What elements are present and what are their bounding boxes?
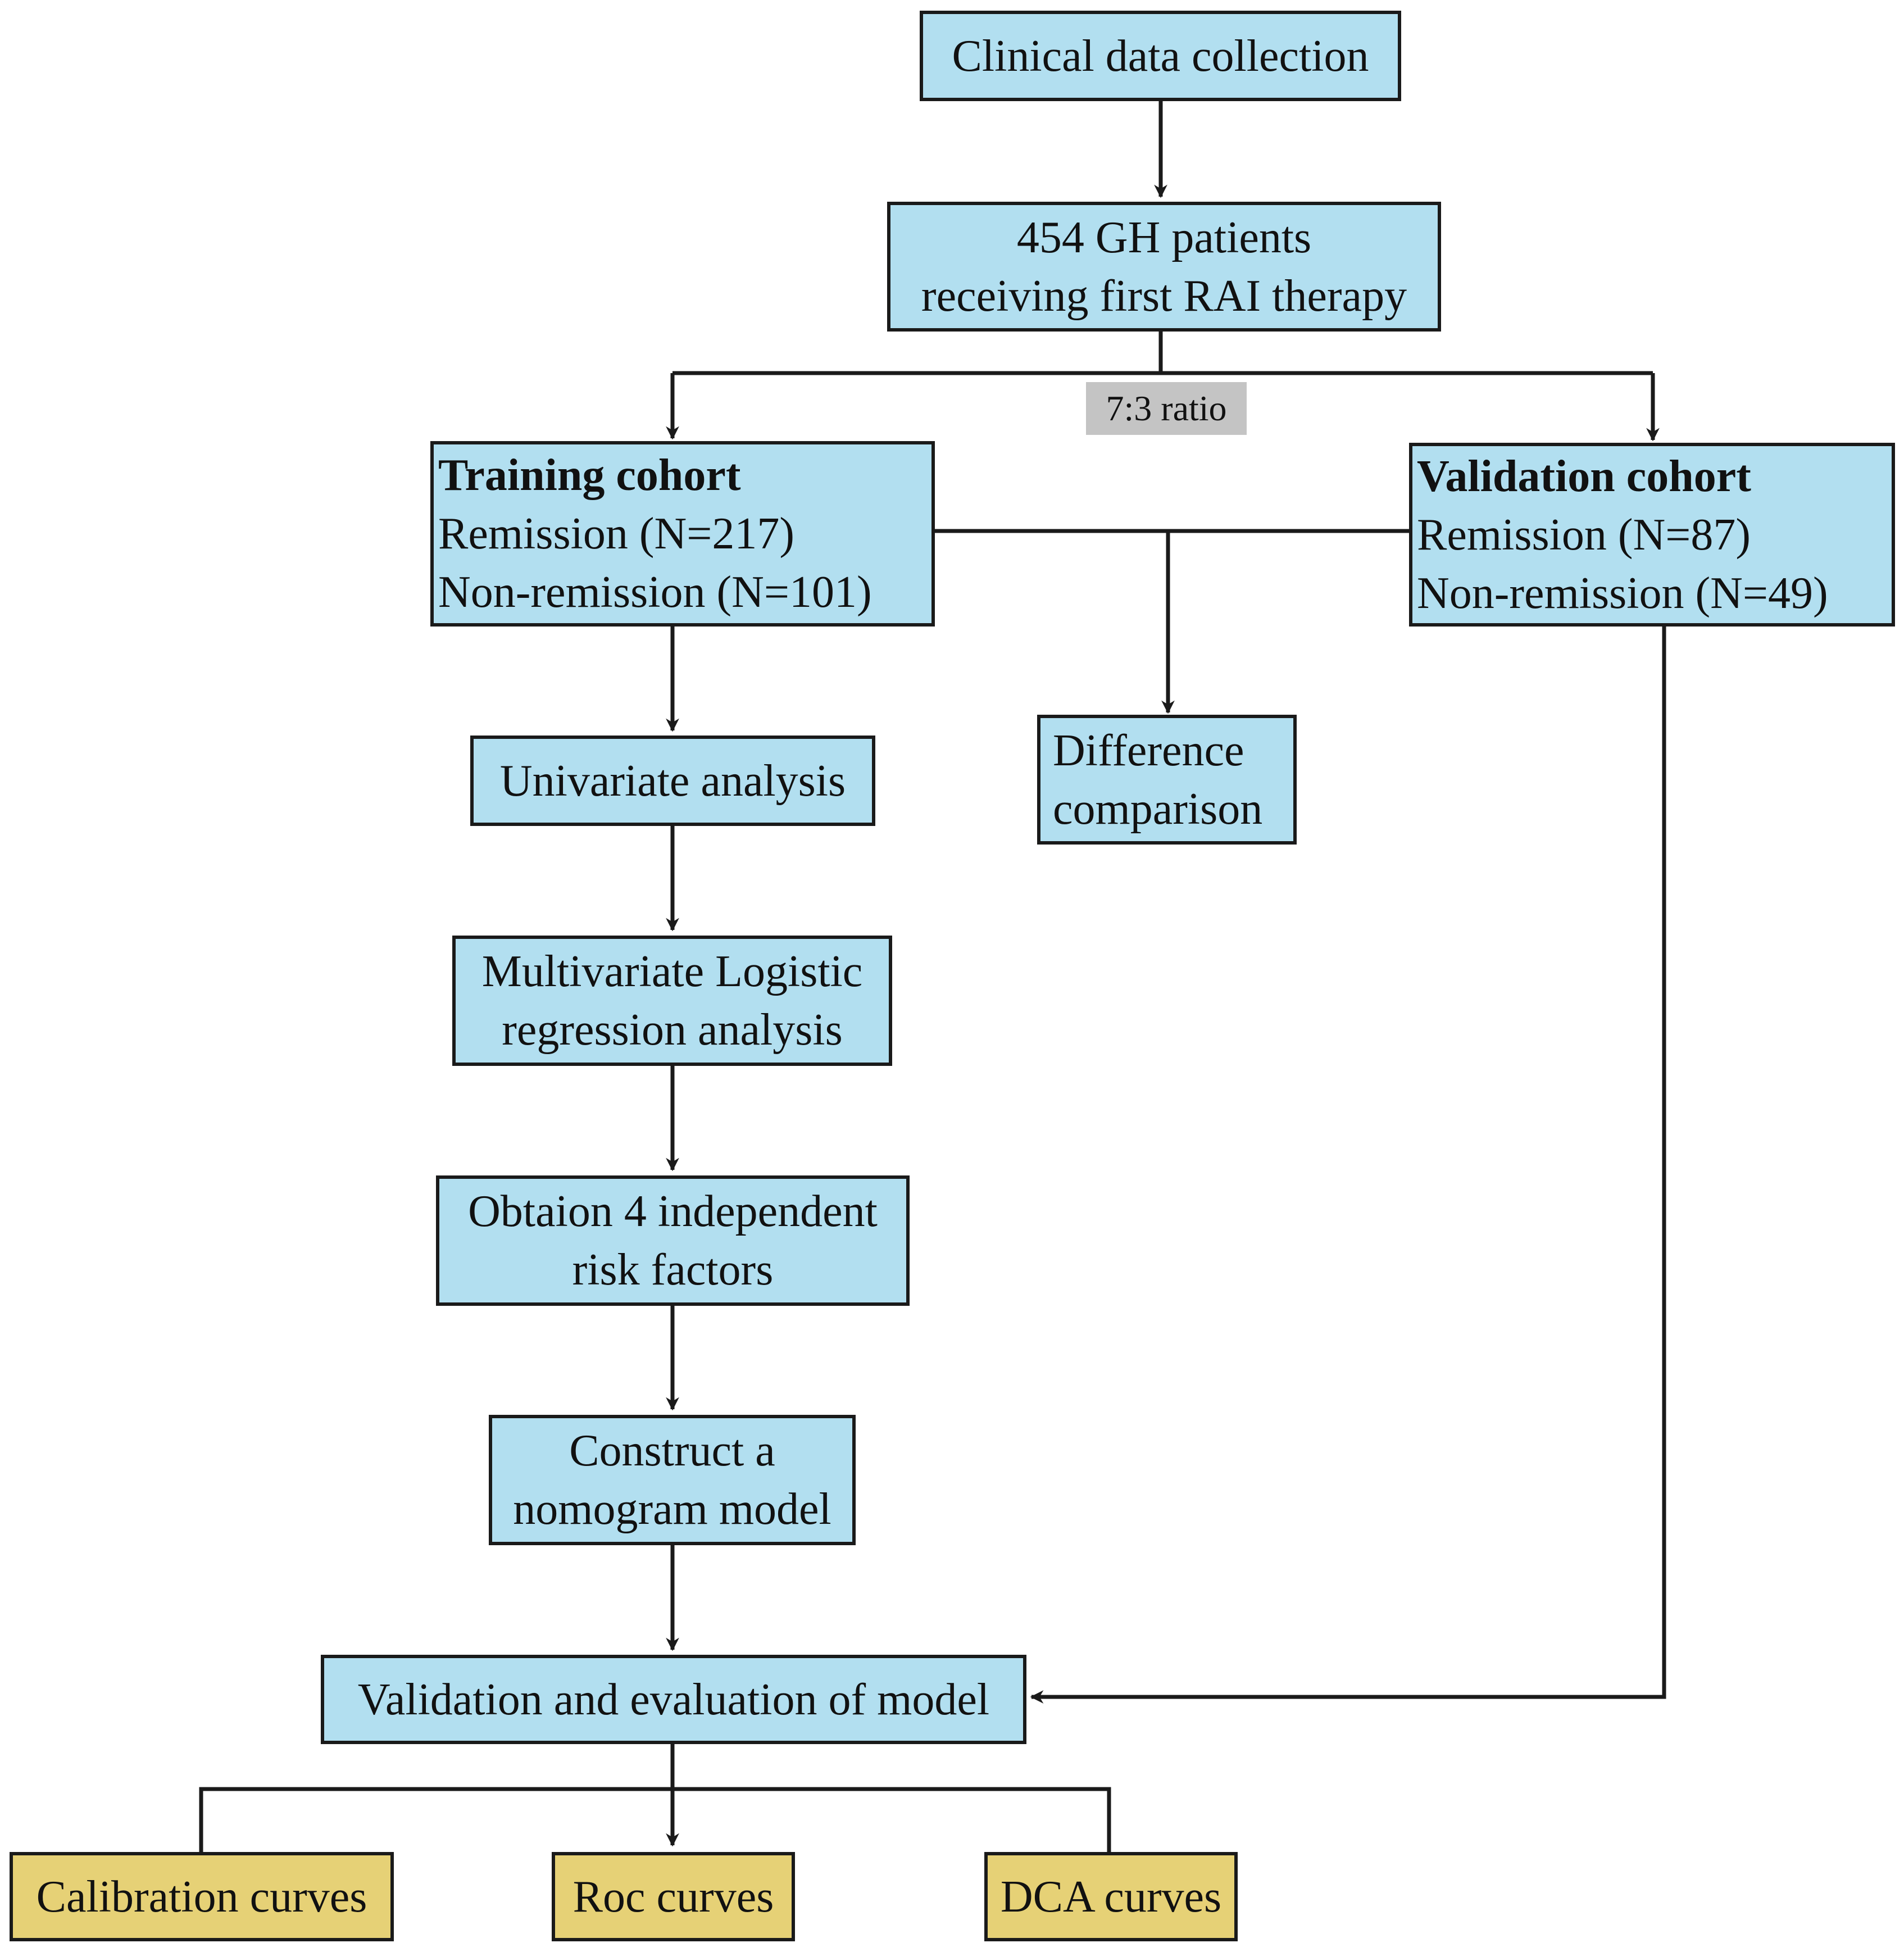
evaluation-label: Validation and evaluation of model (357, 1674, 990, 1724)
multivariate-label-line1: Multivariate Logistic (481, 947, 863, 996)
training-cohort-box: Training cohort Remission (N=217) Non-re… (430, 441, 935, 627)
validation-cohort-box: Validation cohort Remission (N=87) Non-r… (1409, 443, 1895, 627)
training-remission-label: Remission (N=217) (438, 509, 794, 559)
calibration-label: Calibration curves (36, 1872, 367, 1922)
calibration-curves-box: Calibration curves (10, 1852, 394, 1941)
validation-non-remission-label: Non-remission (N=49) (1417, 568, 1828, 618)
patients-therapy-label: receiving first RAI therapy (921, 271, 1407, 321)
dca-label: DCA curves (1000, 1872, 1222, 1922)
roc-curves-box: Roc curves (552, 1852, 795, 1941)
training-non-remission-label: Non-remission (N=101) (438, 568, 872, 617)
difference-comparison-box: Difference comparison (1037, 715, 1297, 845)
collection-label: Clinical data collection (952, 31, 1369, 81)
nomogram-label-line2: nomogram model (513, 1485, 831, 1534)
nomogram-model-box: Construct a nomogram model (489, 1415, 856, 1545)
training-cohort-title: Training cohort (438, 451, 741, 500)
multivariate-label-line2: regression analysis (502, 1005, 843, 1055)
dca-curves-box: DCA curves (984, 1852, 1238, 1941)
patients-count-label: 454 GH patients (1016, 212, 1312, 262)
difference-label: Difference (1053, 725, 1244, 775)
comparison-label: comparison (1053, 784, 1263, 834)
nomogram-label-line1: Construct a (569, 1426, 775, 1476)
risk-factors-label-line1: Obtaion 4 independent (468, 1187, 878, 1236)
risk-factors-box: Obtaion 4 independent risk factors (436, 1175, 910, 1306)
multivariate-analysis-box: Multivariate Logistic regression analysi… (452, 936, 892, 1066)
patients-box: 454 GH patients receiving first RAI ther… (887, 202, 1441, 332)
split-ratio-badge: 7:3 ratio (1086, 382, 1247, 435)
validation-remission-label: Remission (N=87) (1417, 510, 1751, 560)
risk-factors-label-line2: risk factors (572, 1245, 774, 1295)
univariate-analysis-box: Univariate analysis (470, 736, 875, 826)
split-ratio-label: 7:3 ratio (1106, 388, 1227, 428)
arrow-validation-to-evaluation (1030, 627, 1666, 1704)
clinical-data-collection-box: Clinical data collection (920, 11, 1401, 101)
validation-cohort-title: Validation cohort (1417, 451, 1751, 501)
connector-to-calibration-and-dca (199, 1787, 1111, 1852)
model-evaluation-box: Validation and evaluation of model (321, 1655, 1026, 1744)
univariate-label: Univariate analysis (499, 756, 846, 806)
roc-label: Roc curves (572, 1872, 774, 1922)
